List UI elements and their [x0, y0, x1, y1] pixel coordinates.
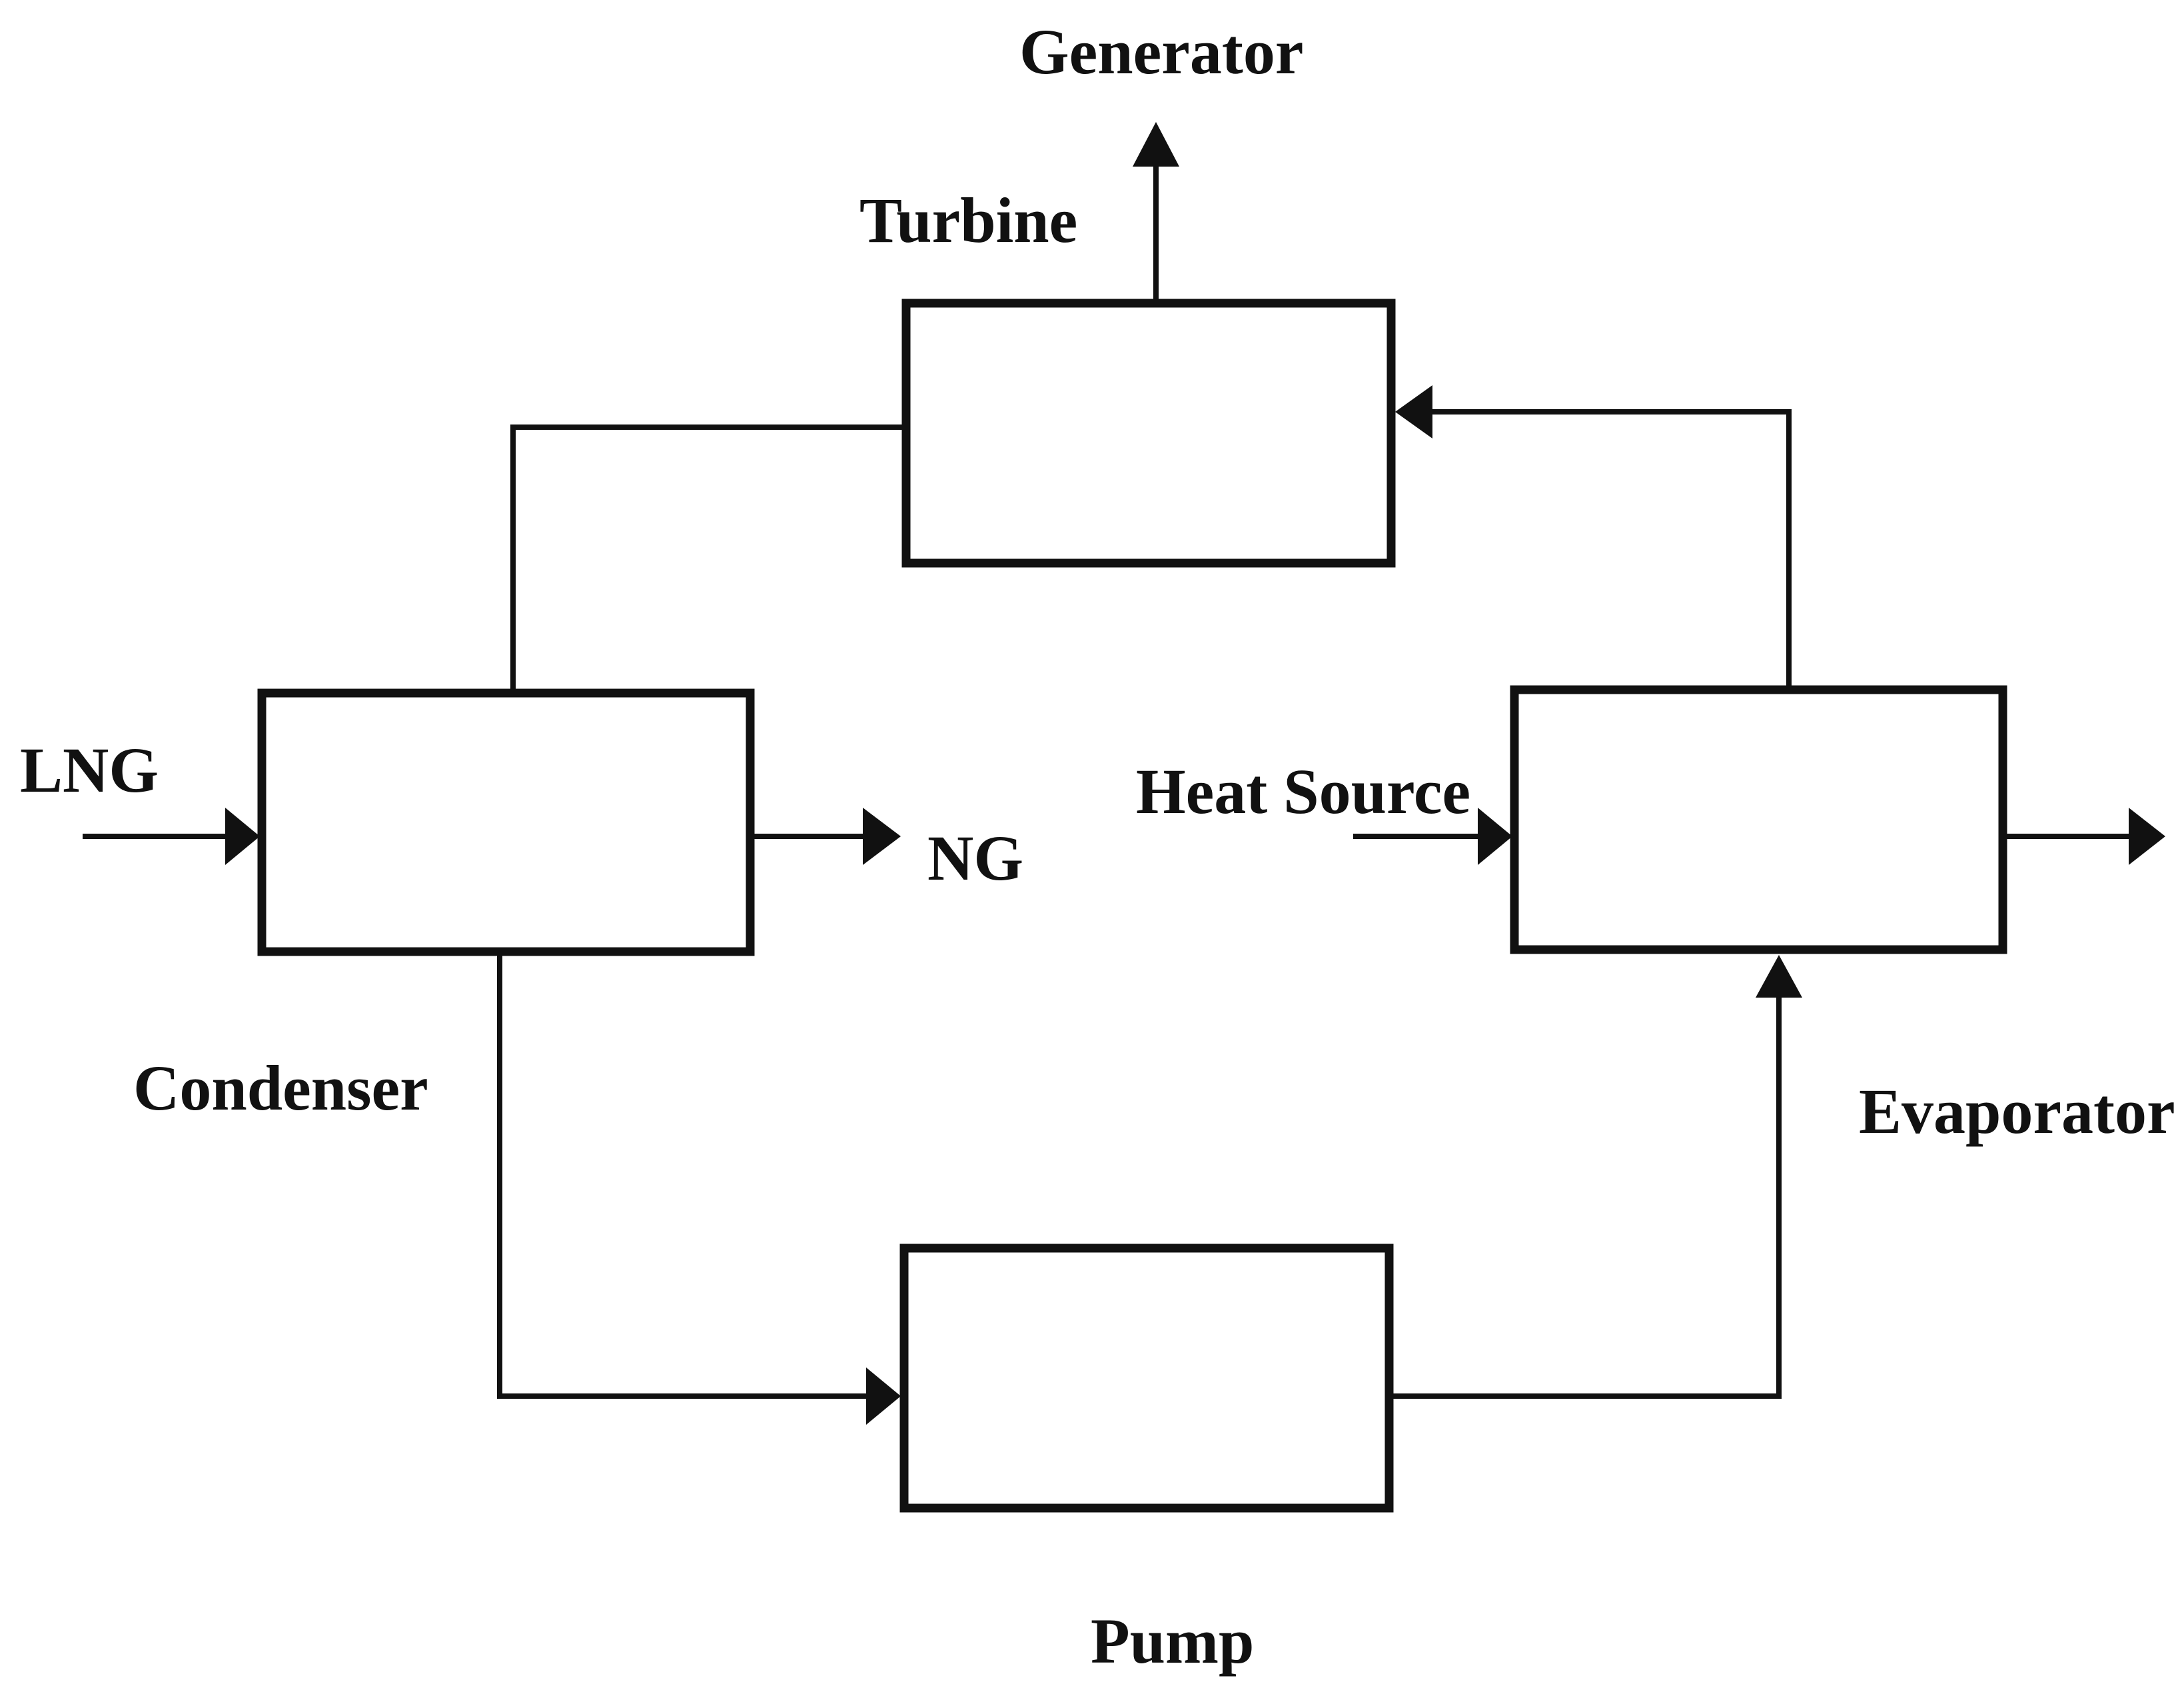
turbine-box — [901, 299, 1396, 568]
condenser-label: Condenser — [133, 1052, 428, 1124]
lng-label: LNG — [20, 734, 159, 806]
generator-arrowhead — [1133, 122, 1179, 167]
turbine-inlet-arrowhead — [1395, 385, 1432, 438]
ng-arrowhead — [863, 808, 901, 865]
evaporator-box — [1510, 685, 2007, 954]
pump-inlet-arrowhead — [866, 1367, 901, 1425]
generator-label: Generator — [1019, 16, 1303, 87]
turbine-label: Turbine — [859, 185, 1077, 256]
lng-arrowhead — [225, 808, 260, 865]
turbine-to-condenser-line — [510, 424, 902, 692]
pump-to-evaporator-line — [1390, 994, 1782, 1399]
evaporator-inlet-arrowhead — [1756, 955, 1802, 998]
evaporator-to-turbine-line — [1430, 409, 1792, 688]
pump-box — [899, 1244, 1394, 1513]
heat-source-label: Heat Source — [1136, 756, 1470, 827]
ng-label: NG — [927, 822, 1023, 894]
evaporator-label: Evaporator — [1859, 1076, 2175, 1147]
heat-source-arrowhead — [1478, 808, 1512, 865]
condenser-box — [257, 688, 755, 956]
pump-label: Pump — [1091, 1605, 1254, 1677]
condenser-to-pump-line — [497, 953, 869, 1399]
heat-source-outlet-arrowhead — [2129, 808, 2165, 865]
